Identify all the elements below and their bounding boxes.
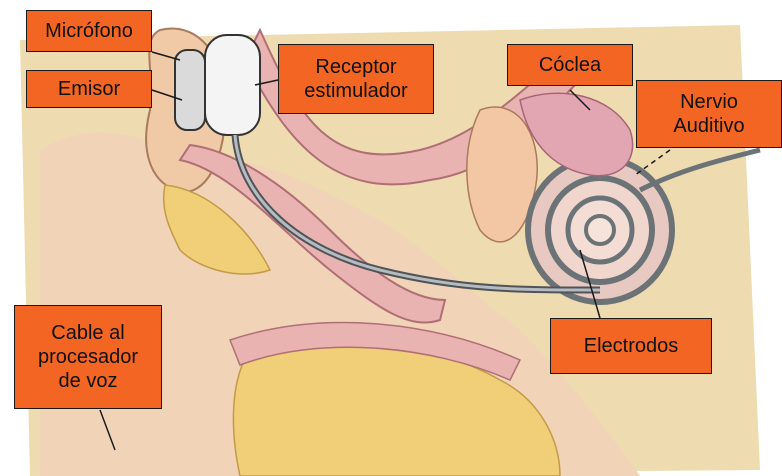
label-electrodes: Electrodos	[550, 318, 712, 374]
label-emitter: Emisor	[26, 70, 152, 108]
label-cable-to-speech-processor: Cable al procesador de voz	[14, 305, 162, 409]
receiver-device	[205, 35, 260, 135]
cochlea-spiral	[528, 158, 672, 302]
label-microphone: Micrófono	[26, 10, 152, 52]
label-receiver-stimulator: Receptor estimulador	[278, 44, 434, 114]
label-auditory-nerve: Nervio Auditivo	[636, 80, 782, 148]
label-cochlea: Cóclea	[507, 44, 633, 86]
emitter-device	[175, 50, 205, 130]
